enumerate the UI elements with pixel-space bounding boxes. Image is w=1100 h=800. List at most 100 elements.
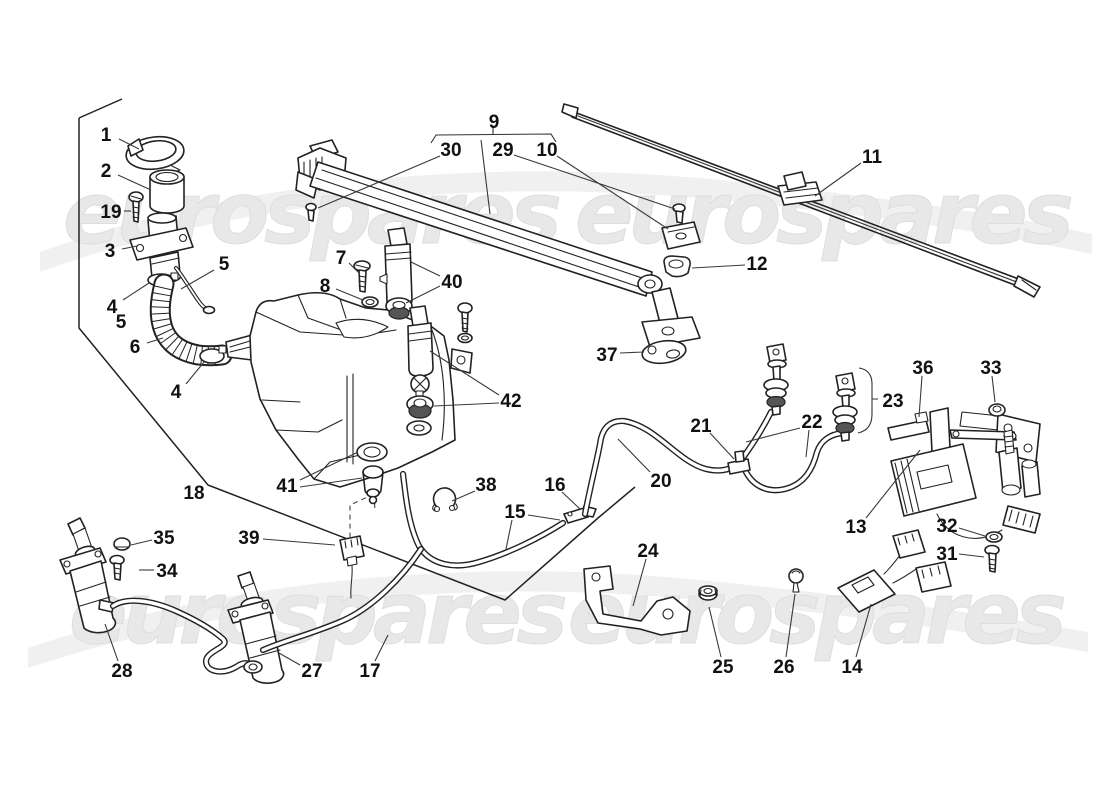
relay-module-14 [837,529,952,613]
leader-line-1 [118,138,140,150]
leader-line-27 [278,652,301,666]
headlamp-washer-hose-17 [109,545,425,675]
washer-jet-left [763,343,789,416]
part-number-20: 20 [650,471,671,492]
clip-bulb-26 [788,568,804,593]
leader-line-33 [991,375,996,403]
part-number-2: 2 [101,161,112,182]
filler-cap-1 [125,135,185,174]
bellows-corrugation [150,312,170,315]
leader-line-17 [374,634,389,662]
pump-washer-8 [361,296,379,308]
arm-retainer-10 [661,221,701,250]
part-number-39: 39 [238,528,259,549]
leader-line-8 [335,288,364,301]
background-swoosh-top [40,171,1092,272]
washer-jet-right [832,372,858,442]
part-number-3: 3 [105,241,116,262]
watermark-text: eurospares [69,564,566,664]
leader-line-10 [556,155,669,230]
leader-line-25 [708,606,722,658]
part-number-25: 25 [712,657,734,678]
leader-line-42 [433,402,500,407]
jet-screw-34 [109,554,125,581]
hose-clamp-on-jet-27 [243,660,263,674]
callout-9-bracket [430,127,557,144]
part-number-12: 12 [746,254,767,275]
wiper-arm-9 [295,139,701,348]
part-number-21: 21 [690,416,712,437]
jet-cap-35 [113,537,131,551]
leader-line-38 [451,490,476,502]
washer-reservoir-tank [225,291,473,488]
leader-line-12 [691,264,746,269]
wiper-blade-11 [561,103,1041,298]
drain-spigot-41 [362,465,384,505]
leader-line-42 [429,350,500,396]
leader-line-31 [958,553,985,558]
part-number-37: 37 [596,345,617,366]
pump-screw-7 [353,260,371,293]
leader-line-14 [855,603,872,658]
motor-washer-32 [985,531,1003,543]
leader-line-13 [865,449,921,519]
part-number-38: 38 [475,475,496,496]
part-number-9: 9 [489,112,500,133]
leader-line-36 [918,375,923,418]
flanged-nut-25 [698,585,718,601]
part-number-35: 35 [153,528,175,549]
bellows-corrugation [171,338,183,356]
part-number-5: 5 [116,312,127,333]
leader-line-11 [814,162,862,197]
leader-line-26 [785,593,796,658]
leader-line-37 [619,351,645,354]
part-number-16: 16 [544,475,565,496]
leader-line-35 [130,539,153,546]
bellows-corrugation [151,318,171,323]
bellows-corrugation [165,335,180,351]
part-number-33: 33 [980,358,1001,379]
part-number-30: 30 [440,140,461,161]
leader-line-40 [410,261,441,277]
bellows-corrugation [150,306,170,309]
leader-line-6 [146,337,164,344]
leader-line-15 [505,519,513,550]
leader-line-22 [745,427,801,443]
hose-clamp-4b [199,345,227,364]
shim-plate-36 [887,411,930,441]
part-number-4: 4 [107,297,118,318]
leader-line-22 [805,429,810,458]
leader-line-15 [527,514,561,521]
part-number-29: 29 [492,140,513,161]
bellows-corrugation [153,285,173,291]
wiper-motor-13 [890,407,1041,539]
bellows-corrugation [185,343,193,362]
part-number-10: 10 [536,140,557,161]
bracket-23-brace [857,367,878,434]
part-number-1: 1 [101,125,112,146]
level-sensor-connector-39 [339,535,365,599]
part-number-5: 5 [219,254,230,275]
leader-line-40 [405,285,441,304]
bellows-corrugation [152,292,172,297]
leader-line-41 [299,451,359,481]
leader-line-5 [180,269,215,290]
motor-bolt-31 [984,544,1000,573]
leader-line-30 [317,155,441,209]
part-number-40: 40 [441,272,462,293]
part-number-15: 15 [504,502,526,523]
part-number-31: 31 [936,544,958,565]
part-number-27: 27 [301,661,322,682]
motor-nut-33 [988,403,1006,417]
part-number-32: 32 [936,516,957,537]
part-number-14: 14 [841,657,863,678]
part-number-34: 34 [156,561,178,582]
leader-line-16 [561,491,581,510]
tee-connector-21 [727,450,751,475]
part-number-41: 41 [276,476,298,497]
mounting-bracket-24 [583,565,691,636]
part-number-42: 42 [500,391,521,412]
leader-line-39 [262,538,336,546]
